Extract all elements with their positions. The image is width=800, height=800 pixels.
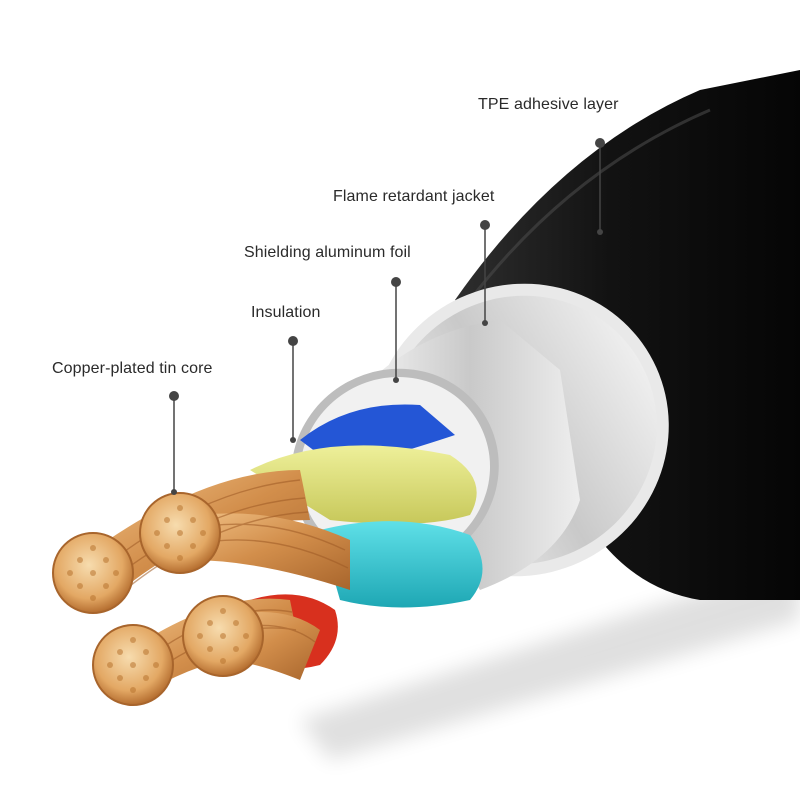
- jacket-highlight: [468, 108, 711, 301]
- strand-ends: [52, 492, 264, 706]
- label-tpe-adhesive-layer: TPE adhesive layer: [478, 96, 619, 113]
- cable-shadow: [300, 560, 800, 760]
- wire-cyan: [320, 521, 483, 608]
- label-flame-retardant-jacket: Flame retardant jacket: [333, 188, 495, 205]
- leader-lines: [169, 138, 605, 495]
- label-shielding-aluminum-foil: Shielding aluminum foil: [244, 244, 411, 261]
- label-insulation: Insulation: [251, 304, 321, 321]
- label-copper-plated-tin-core: Copper-plated tin core: [52, 360, 213, 377]
